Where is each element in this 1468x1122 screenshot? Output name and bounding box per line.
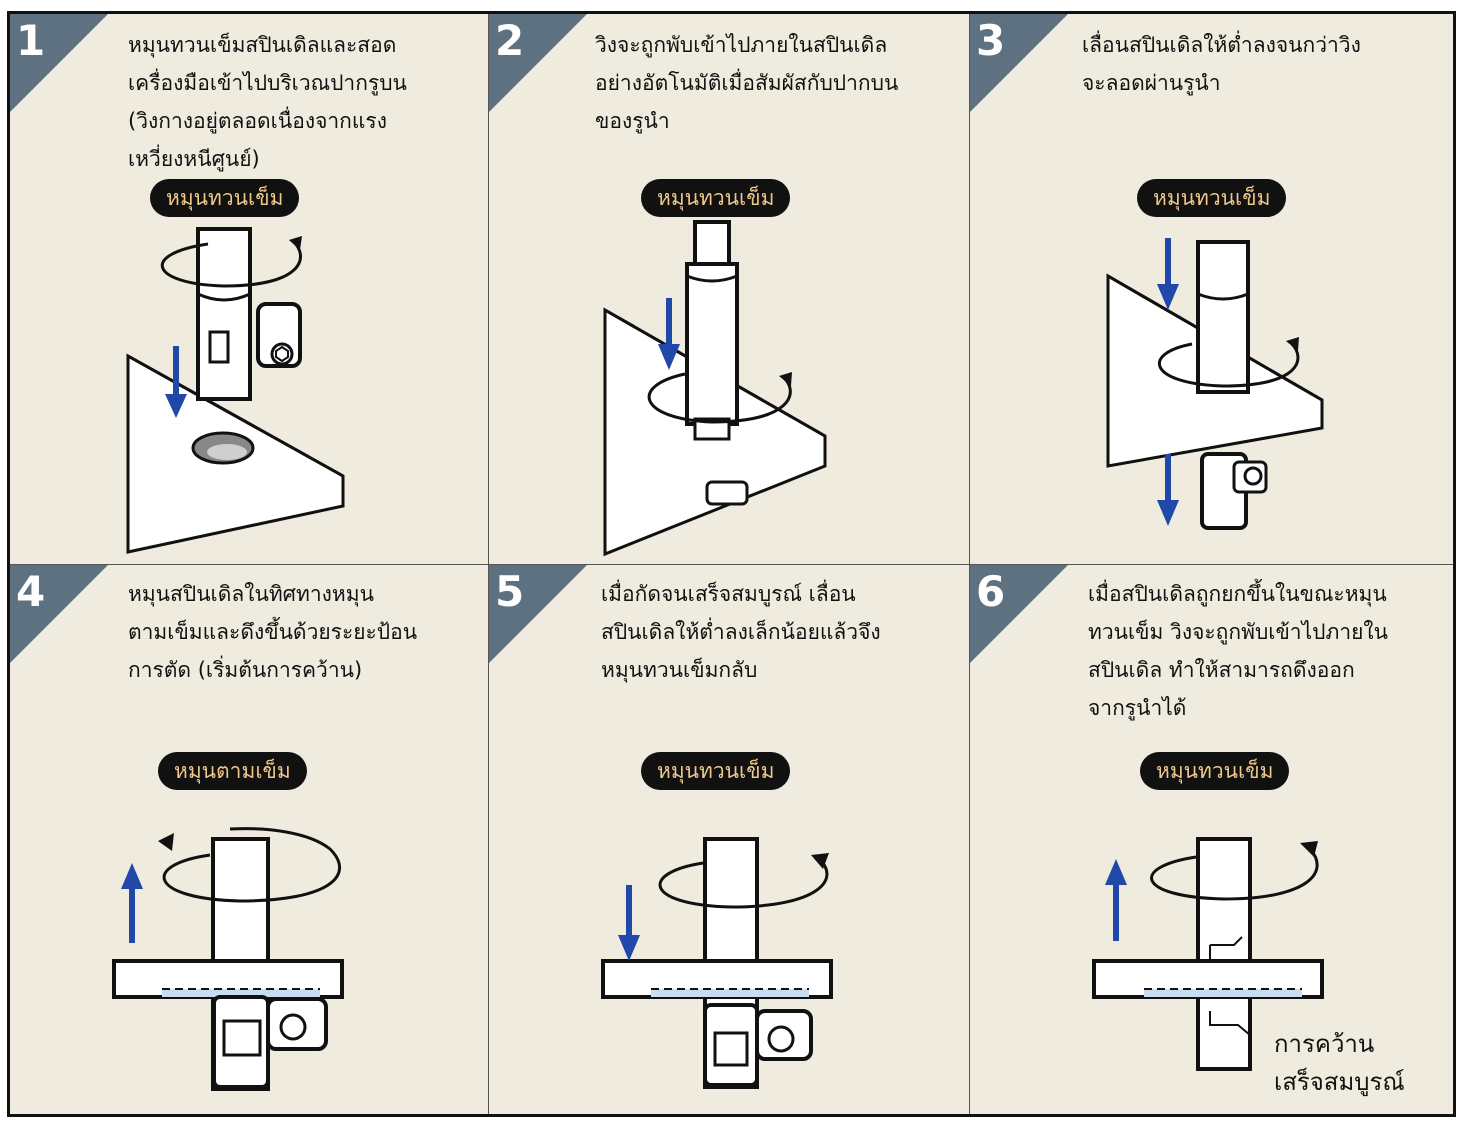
step-number-badge <box>489 565 587 663</box>
rotation-direction-label: หมุนทวนเข็ม <box>641 752 791 790</box>
step-number: 2 <box>495 16 525 65</box>
down-arrow <box>1157 284 1179 310</box>
rotation-arrow <box>160 240 302 288</box>
step-panel-2: 2 วิงจะถูกพับเข้าไปภายในสปินเดิล อย่างอั… <box>489 14 969 564</box>
spindle <box>1196 240 1250 394</box>
step-panel-4: 4 หมุนสปินเดิลในทิศทางหมุน ตามเข็มและดึง… <box>10 565 488 1114</box>
down-arrow <box>1157 500 1179 526</box>
grid-divider <box>10 564 1453 565</box>
rotation-arrow <box>658 857 829 909</box>
rotation-arrow <box>1150 847 1319 901</box>
step-description: เมื่อสปินเดิลถูกยกขึ้นในขณะหมุน ทวนเข็ม … <box>1088 582 1389 720</box>
bore-surface <box>162 989 320 997</box>
rotation-direction-label: หมุนทวนเข็ม <box>1137 179 1287 217</box>
step-description: หมุนสปินเดิลในทิศทางหมุน ตามเข็มและดึงขึ… <box>128 582 418 682</box>
down-arrow <box>658 344 680 370</box>
rotation-arrow <box>647 372 792 424</box>
step-number: 6 <box>976 567 1006 616</box>
step-number: 5 <box>495 567 525 616</box>
spindle <box>1196 837 1252 1071</box>
step-panel-1: 1 หมุนทวนเข็มสปินเดิลและสอด เครื่องมือเข… <box>10 14 488 564</box>
step-description: เลื่อนสปินเดิลให้ต่ำลงจนกว่าวิง จะลอดผ่า… <box>1082 33 1361 95</box>
bore-surface <box>1144 989 1302 997</box>
step-number-badge <box>10 565 108 663</box>
procedure-diagram: 1 หมุนทวนเข็มสปินเดิลและสอด เครื่องมือเข… <box>7 11 1456 1117</box>
step-illustration <box>126 227 345 554</box>
step-panel-3: 3 เลื่อนสปินเดิลให้ต่ำลงจนกว่าวิง จะลอดผ… <box>970 14 1453 564</box>
step-description: หมุนทวนเข็มสปินเดิลและสอด เครื่องมือเข้า… <box>128 33 407 171</box>
step-illustration <box>112 827 344 1091</box>
up-arrow <box>121 863 143 889</box>
up-arrow <box>1105 859 1127 885</box>
rotation-direction-label: หมุนตามเข็ม <box>158 752 307 790</box>
step-illustration <box>1092 837 1324 1071</box>
down-arrow <box>165 394 187 418</box>
step-number: 4 <box>16 567 46 616</box>
step-number-badge <box>970 565 1068 663</box>
step-number: 3 <box>976 16 1006 65</box>
rotation-arrow <box>1158 342 1300 388</box>
step-number-badge <box>970 14 1068 112</box>
step-panel-6: 6 เมื่อสปินเดิลถูกยกขึ้นในขณะหมุน ทวนเข็… <box>970 565 1453 1114</box>
rotation-direction-label: หมุนทวนเข็ม <box>150 179 300 217</box>
step-number-badge <box>489 14 587 112</box>
rotation-direction-label: หมุนทวนเข็ม <box>641 179 791 217</box>
rotation-direction-label: หมุนทวนเข็ม <box>1140 752 1290 790</box>
step-number-badge <box>10 14 108 112</box>
bore-surface <box>651 989 809 997</box>
step-illustration <box>603 220 827 557</box>
step-description: วิงจะถูกพับเข้าไปภายในสปินเดิล อย่างอัตโ… <box>595 33 899 133</box>
step-panel-5: 5 เมื่อกัดจนเสร็จสมบูรณ์ เลื่อน สปินเดิล… <box>489 565 969 1114</box>
step-number: 1 <box>16 16 46 65</box>
completion-label: การคว้าน เสร็จสมบูรณ์ <box>1274 1030 1405 1096</box>
rotation-arrow <box>162 827 342 903</box>
spindle <box>196 227 252 401</box>
step-illustration <box>601 837 833 1089</box>
step-description: เมื่อกัดจนเสร็จสมบูรณ์ เลื่อน สปินเดิลให… <box>601 582 881 682</box>
step-illustration <box>1106 238 1324 530</box>
down-arrow <box>618 935 640 961</box>
